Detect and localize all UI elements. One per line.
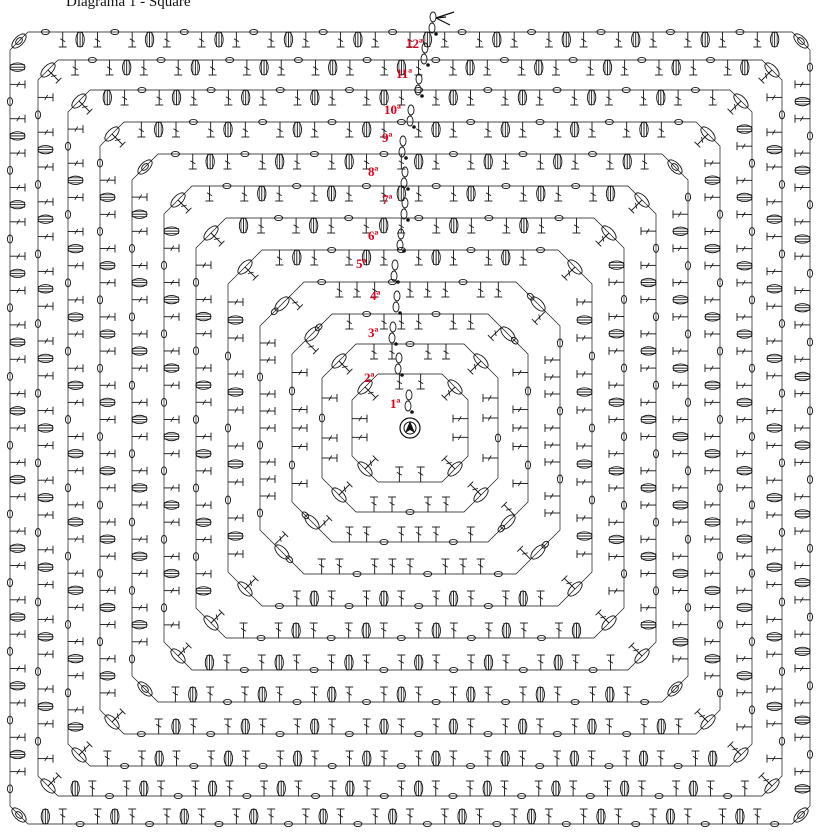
round-label-4: 4ª (370, 288, 381, 303)
round-label-6: 6ª (368, 228, 379, 243)
round-label-9: 9ª (382, 130, 393, 145)
magic-ring-start-icon (400, 418, 420, 438)
fasten-off-arrow-icon (436, 12, 454, 25)
round-label-7: 7ª (382, 192, 393, 207)
round-label-1: 1ª (390, 396, 401, 411)
round-label-12: 12ª (406, 36, 423, 51)
round-label-3: 3ª (368, 325, 379, 340)
round-label-8: 8ª (368, 164, 379, 179)
round-label-5: 5ª (356, 256, 367, 271)
round-label-10: 10ª (384, 102, 401, 117)
round-label-11: 11ª (396, 66, 412, 81)
round-label-2: 2ª (364, 370, 375, 385)
